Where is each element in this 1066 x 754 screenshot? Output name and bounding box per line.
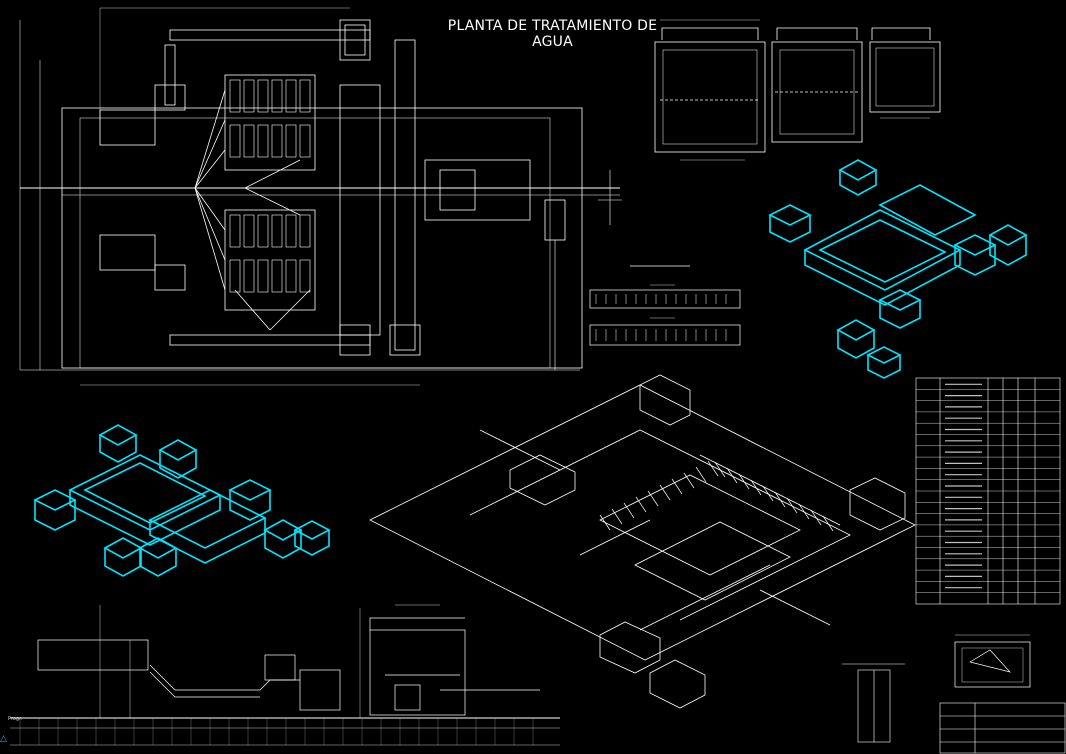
pipe-branch	[798, 503, 810, 520]
detail-strips	[589, 265, 741, 346]
filter-cell	[257, 259, 269, 293]
filter-cell	[271, 214, 283, 248]
title-line-2: AGUA	[532, 34, 573, 50]
pipe-branch	[750, 479, 762, 496]
filter-cell	[285, 214, 297, 248]
title-block-box	[939, 702, 1066, 754]
filter-cell	[229, 79, 241, 113]
tank-sections	[654, 19, 941, 161]
filter-cell	[257, 79, 269, 113]
pipe-branch	[683, 472, 695, 489]
filter-cell	[243, 124, 255, 158]
profile-grid-ticks	[19, 718, 534, 745]
pipe-branch	[762, 485, 774, 502]
materials-table-rows	[916, 383, 1060, 593]
pipe-branch	[611, 508, 623, 525]
pipe-branch	[707, 460, 719, 477]
filter-cells	[229, 79, 311, 293]
pipe-branch	[623, 502, 635, 519]
filter-cell	[285, 79, 297, 113]
filter-cell	[299, 259, 311, 293]
filter-cell	[229, 124, 241, 158]
filter-cell	[243, 259, 255, 293]
ucs-corner-icon: △	[0, 734, 7, 744]
title-line-1: PLANTA DE TRATAMIENTO DE	[447, 18, 658, 34]
isometric-plant-left	[33, 424, 331, 577]
pipe-branch	[810, 509, 822, 526]
pipe-branch	[671, 478, 683, 495]
filter-cell	[271, 124, 283, 158]
isometric-plant-right	[768, 159, 1028, 379]
pipe-detail-column	[842, 663, 905, 743]
filter-cell	[257, 214, 269, 248]
filter-cell	[257, 124, 269, 158]
pipe-branch	[738, 473, 750, 490]
filter-cell	[243, 214, 255, 248]
filter-cell	[299, 124, 311, 158]
filter-cell	[229, 259, 241, 293]
isometric-piping	[369, 374, 916, 709]
filter-cell	[299, 79, 311, 113]
pipe-branch	[774, 491, 786, 508]
plan-view	[19, 7, 622, 386]
filter-cell	[299, 214, 311, 248]
drawing-title: PLANTA DE TRATAMIENTO DE AGUA	[445, 18, 660, 50]
filter-cell	[271, 79, 283, 113]
pipe-branch	[659, 484, 671, 501]
detail-box	[954, 634, 1031, 688]
pipe-branch	[647, 490, 659, 507]
pipe-branch	[726, 467, 738, 484]
pipe-branch	[714, 461, 726, 478]
filter-cell	[285, 259, 297, 293]
filter-cell	[271, 259, 283, 293]
pipe-branch	[786, 497, 798, 514]
hydraulic-profile	[10, 604, 560, 746]
pipe-branch	[695, 466, 707, 483]
isometric-pipe-fittings	[599, 460, 834, 532]
filter-cell	[285, 124, 297, 158]
strip-ticks	[595, 294, 727, 341]
filter-cell	[243, 79, 255, 113]
pipe-branch	[822, 515, 834, 532]
profile-label: Progr.	[8, 716, 23, 722]
filter-cell	[229, 214, 241, 248]
pipe-branch	[599, 514, 611, 531]
pipe-branch	[635, 496, 647, 513]
